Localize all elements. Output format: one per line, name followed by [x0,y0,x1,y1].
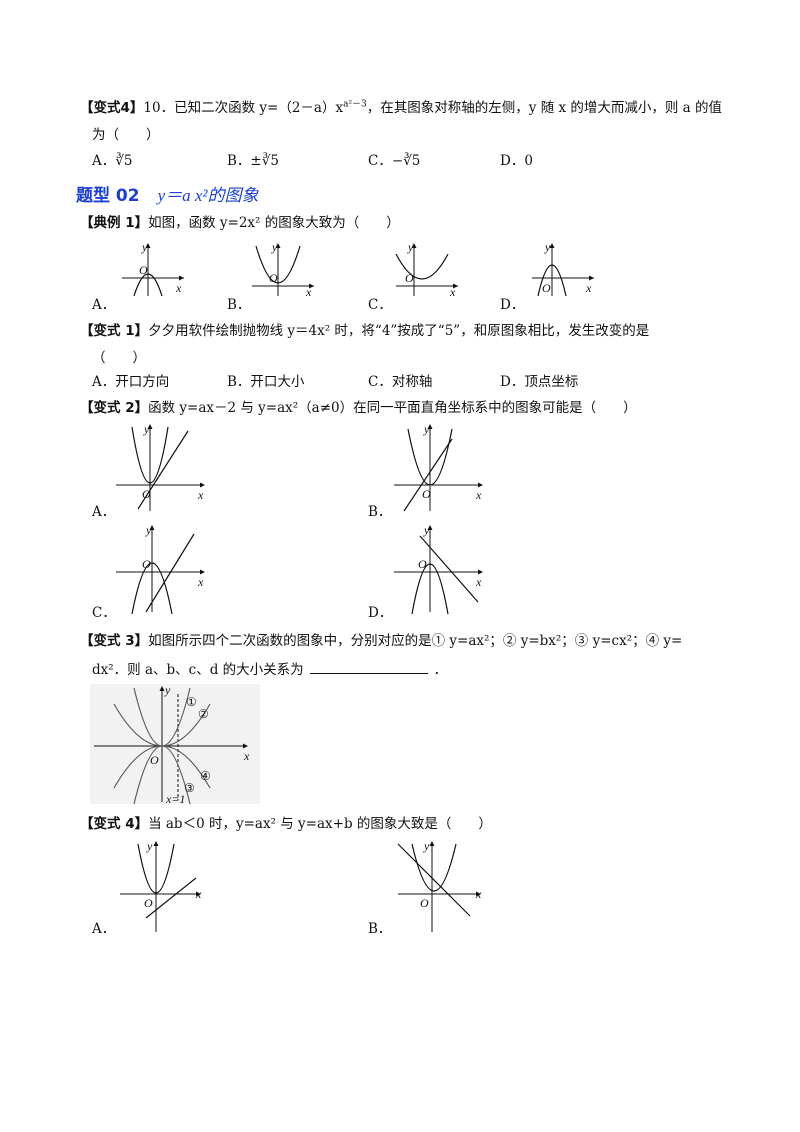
q4c-x: x [197,575,204,589]
q6-label-b[interactable]: B． [368,921,392,937]
q6-label-a[interactable]: A． [92,921,116,937]
q2-label-b[interactable]: B． [227,297,251,313]
q4d-x: x [475,575,482,589]
q2d-x: x [585,281,592,295]
q2-label-a[interactable]: A． [92,297,116,313]
q4b-origin: O [422,487,431,501]
q2-graph-c: Ox y [395,240,458,299]
q4b-y: y [423,422,430,436]
q1-line2: 为（ ） [92,127,160,143]
q4-graph-c: yOx [116,523,205,615]
q1-tag: 【变式4】 [80,100,144,116]
q1-option-b[interactable]: B．±∛5 [227,153,279,169]
curve-mark-3: ③ [184,781,195,795]
q2c-x: x [449,285,456,299]
q1-stem: 10．已知二次函数 y=（2－a）x [143,100,344,116]
q4a-origin: O [142,487,151,501]
q6b-x: x [475,887,482,901]
q5-text: 如图所示四个二次函数的图象中，分别对应的是① y=ax²；② y=bx²；③ y… [148,633,683,649]
q3-option-a[interactable]: A．开口方向 [92,374,170,390]
q5-origin: O [150,753,159,767]
q2b-origin: O [269,271,278,285]
q5-text-2: dx²．则 a、b、c、d 的大小关系为 [92,662,304,678]
q6-stem: 【变式 4】当 ab＜0 时，y=ax² 与 y=ax+b 的图象大致是（ ） [80,815,492,833]
q5-line2: dx²．则 a、b、c、d 的大小关系为 ． [92,660,447,679]
q5-x: x [243,749,250,763]
q4b-x: x [475,488,482,502]
q3-line2: （ ） [92,350,146,366]
q6a-origin: O [144,896,153,910]
q5-y: y [164,683,171,697]
x-equals-1: x=1 [165,792,185,806]
q2-label-d[interactable]: D． [500,297,525,313]
q3-stem: 【变式 1】夕夕用软件绘制抛物线 y＝4x² 时，将“4”按成了“5”，和原图象… [80,322,649,340]
q2-graph-b: Ox y [252,240,314,299]
q5-stem: 【变式 3】如图所示四个二次函数的图象中，分别对应的是① y=ax²；② y=b… [80,632,682,650]
q6-graph-b: yOx [397,839,482,932]
q2c-origin: O [405,271,414,285]
q4a-x: x [197,488,204,502]
q4-graph-d: yOx [394,523,483,615]
q3-option-b[interactable]: B．开口大小 [227,374,305,390]
q4d-y: y [423,523,430,537]
q1-stem-b: ，在其图象对称轴的左侧，y 随 x 的增大而减小，则 a 的值 [366,100,723,116]
q4c-y: y [145,523,152,537]
q2d-y: y [544,240,551,254]
q4a-y: y [143,422,150,436]
q4c-origin: O [142,557,151,571]
q2-graph-a: Ox y [122,240,184,297]
q1-line1: 【变式4】10．已知二次函数 y=（2－a）xa²－3，在其图象对称轴的左侧，y… [80,99,722,117]
q1-option-c[interactable]: C．−∛5 [368,153,421,169]
q4-label-a[interactable]: A． [92,504,116,520]
q6-graph-a: yOx [120,839,202,932]
q4-stem: 【变式 2】函数 y=ax－2 与 y=ax²（a≠0）在同一平面直角坐标系中的… [80,399,637,417]
answer-blank[interactable] [309,660,428,674]
q2a-x: x [175,281,182,295]
q6b-y: y [423,839,430,853]
q1-option-d[interactable]: D．0 [500,153,533,169]
q6a-y: y [146,839,153,853]
q4-text: 函数 y=ax－2 与 y=ax²（a≠0）在同一平面直角坐标系中的图象可能是（… [148,400,637,416]
q4-label-c[interactable]: C． [92,605,116,621]
q2d-origin: O [542,281,551,295]
q4-label-b[interactable]: B． [368,504,392,520]
q6a-x: x [195,887,202,901]
q3-option-d[interactable]: D．顶点坐标 [500,374,579,390]
q4-tag: 【变式 2】 [80,400,149,416]
q1-exponent: a²－3 [343,99,367,110]
q6-text: 当 ab＜0 时，y=ax² 与 y=ax+b 的图象大致是（ ） [148,816,492,832]
q5-tag: 【变式 3】 [80,633,149,649]
q3-text: 夕夕用软件绘制抛物线 y＝4x² 时，将“4”按成了“5”，和原图象相比，发生改… [148,323,650,339]
q2-label-c[interactable]: C． [368,297,392,313]
curve-mark-1: ① [186,695,197,709]
q2-stem: 【典例 1】如图，函数 y=2x² 的图象大致为（ ） [80,214,400,232]
section-function: y＝a x²的图象 [157,186,259,205]
q5-graph: y x O ① ② ③ ④ x=1 [90,683,260,806]
q2a-y: y [141,240,148,254]
curve-mark-2: ② [198,707,209,721]
q2a-origin: O [139,263,148,277]
q6-tag: 【变式 4】 [80,816,149,832]
q5-period: ． [433,662,448,678]
curve-mark-4: ④ [200,769,211,783]
q3-tag: 【变式 1】 [80,323,149,339]
q2c-y: y [407,240,414,254]
q1-option-a[interactable]: A．∛5 [92,153,133,169]
q4-label-d[interactable]: D． [368,605,393,621]
q3-option-c[interactable]: C．对称轴 [368,374,433,390]
q2b-x: x [305,285,312,299]
q6b-origin: O [420,896,429,910]
q2b-y: y [271,240,278,254]
section-title: 题型 02 [76,186,140,206]
section-heading: 题型 02 y＝a x²的图象 [76,181,259,206]
q4d-origin: O [418,557,427,571]
q2-text: 如图，函数 y=2x² 的图象大致为（ ） [148,215,400,231]
q2-tag: 【典例 1】 [80,215,149,231]
